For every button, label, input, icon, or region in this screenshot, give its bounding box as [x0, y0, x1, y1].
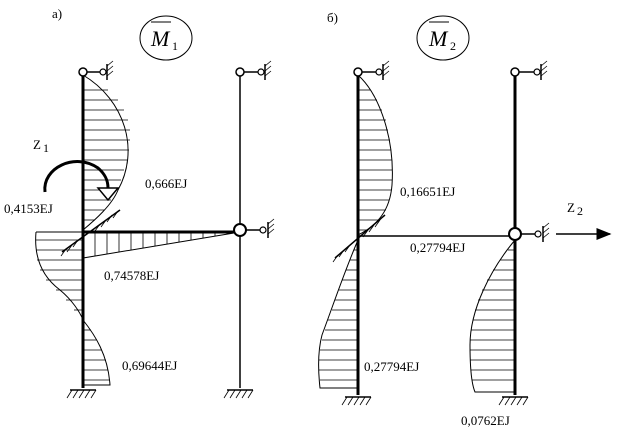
- panel-a-moment-symbol: M: [150, 26, 171, 51]
- panel-b-rotation-restraint: [332, 214, 386, 263]
- panel-b-displacement-subscript: 2: [577, 204, 583, 218]
- panel-b-upper-lobe: [357, 74, 393, 236]
- panel-b-moment-subscript: 2: [450, 39, 456, 53]
- panel-b-bottom-right-fixed-support: [498, 396, 529, 406]
- panel-b-right-column-lobe: [469, 239, 516, 393]
- panel-a-upper-lobe: [82, 74, 130, 231]
- panel-b: б) M 2: [318, 10, 612, 428]
- panel-a-beam-triangle: [82, 231, 241, 259]
- panel-a-moment-subscript: 1: [172, 39, 178, 53]
- panel-a-title-ellipse: [139, 15, 193, 61]
- panel-b-top-left-support: [353, 60, 390, 80]
- panel-a-bottom-left-fixed-support: [66, 389, 97, 399]
- panel-b-value-right-bottom: 0,0762EJ: [461, 413, 510, 428]
- panel-a-right-hinge: [233, 218, 275, 238]
- panel-b-right-hinge: [508, 222, 550, 242]
- panel-a-lower-left-lobe: [35, 231, 84, 321]
- panel-b-top-right-support: [510, 60, 548, 80]
- panel-a-value-left: 0,4153EJ: [4, 201, 53, 216]
- panel-a-value-beam: 0,74578EJ: [104, 268, 159, 283]
- panel-b-displacement-label: Z: [567, 200, 575, 215]
- panel-b-letter: б): [327, 10, 338, 25]
- panel-a-rotation-label: Z: [33, 137, 41, 152]
- panel-a-value-bottom: 0,69644EJ: [122, 358, 177, 373]
- panel-a-rotation-restraint: [60, 209, 121, 257]
- panel-b-lower-lobe: [318, 239, 359, 389]
- panel-b-value-beam: 0,27794EJ: [410, 240, 465, 255]
- panel-a-letter: а): [52, 6, 62, 21]
- panel-b-moment-symbol: M: [428, 26, 449, 51]
- panel-a-value-top: 0,666EJ: [145, 176, 187, 191]
- panel-b-value-top: 0,16651EJ: [400, 184, 455, 199]
- panel-b-value-left-bottom: 0,27794EJ: [364, 359, 419, 374]
- panel-a-rotation-arrow: [43, 160, 120, 202]
- panel-a-rotation-subscript: 1: [43, 141, 49, 155]
- panel-b-bottom-left-fixed-support: [341, 396, 372, 406]
- panel-a-top-right-support: [235, 60, 272, 80]
- panel-a-bottom-right-fixed-support: [223, 389, 254, 399]
- panel-a: а) M 1: [4, 6, 275, 399]
- panel-a-bottom-lobe: [82, 319, 111, 386]
- panel-a-top-left-support: [78, 60, 114, 80]
- panel-b-title-ellipse: [416, 15, 470, 61]
